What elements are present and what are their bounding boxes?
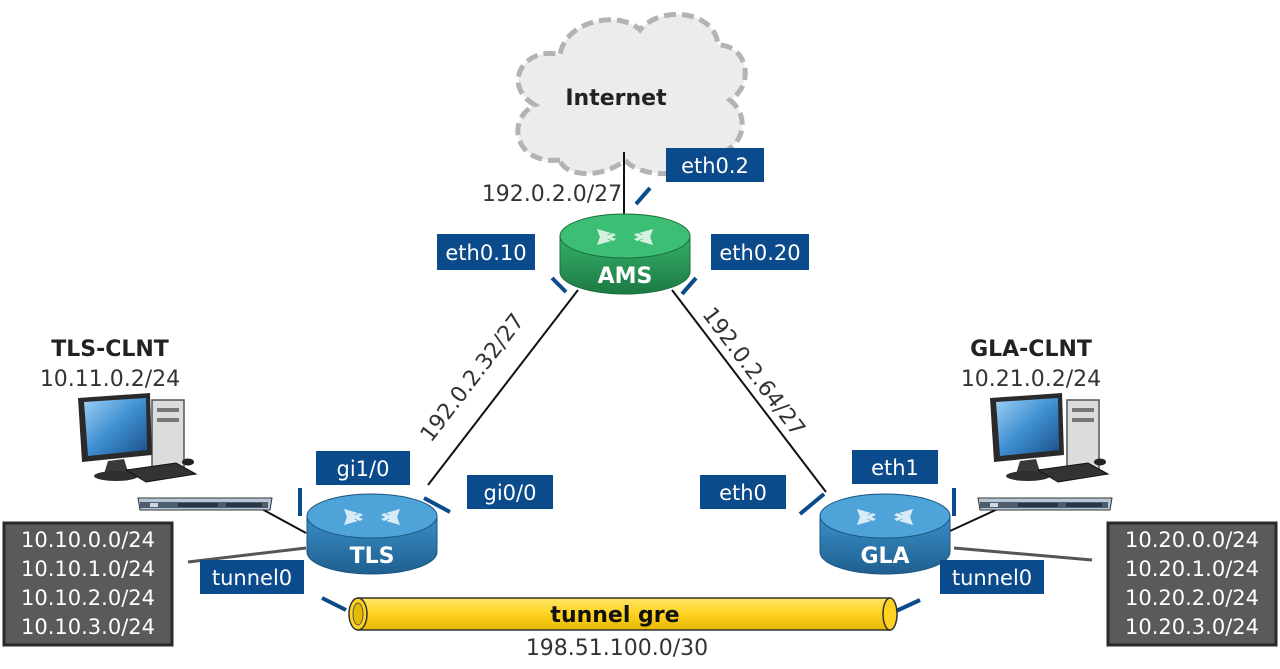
tls-client: TLS-CLNT 10.11.0.2/24 [40, 337, 273, 511]
interface-eth0-20-label: eth0.20 [719, 241, 800, 265]
gla-networks: 10.20.0.0/24 10.20.1.0/24 10.20.2.0/24 1… [1106, 521, 1278, 647]
link-gla-networks [953, 546, 1093, 562]
link-tls-networks [187, 546, 307, 564]
router-arrows-icon [597, 229, 653, 245]
gla-network-1: 10.20.1.0/24 [1125, 557, 1259, 581]
interface-eth0: eth0 [700, 475, 786, 509]
computer-icon [78, 393, 198, 483]
link-ams-gla [671, 289, 827, 493]
tls-client-ip: 10.11.0.2/24 [40, 367, 180, 392]
interface-gla-tunnel0: tunnel0 [940, 560, 1044, 594]
router-arrows-icon [857, 509, 913, 525]
router-arrows-icon [344, 509, 400, 525]
internet-cloud: Internet [515, 11, 748, 177]
tls-network-2: 10.10.2.0/24 [21, 586, 155, 610]
interface-eth0-2-label: eth0.2 [681, 154, 749, 178]
interface-eth0-10: eth0.10 [437, 234, 535, 270]
interface-eth0-10-label: eth0.10 [445, 241, 526, 265]
router-gla-label: GLA [860, 544, 909, 569]
gla-client-ip: 10.21.0.2/24 [961, 367, 1101, 392]
router-ams: AMS [559, 213, 691, 295]
interface-gi0-0-label: gi0/0 [484, 481, 537, 505]
gla-network-3: 10.20.3.0/24 [1125, 615, 1259, 639]
link-gla-switch [949, 507, 1001, 532]
tunnel-label: tunnel gre [550, 603, 679, 628]
gla-network-0: 10.20.0.0/24 [1125, 528, 1259, 552]
interface-eth1: eth1 [852, 450, 938, 484]
tls-network-0: 10.10.0.0/24 [21, 528, 155, 552]
interface-eth0-label: eth0 [719, 481, 767, 505]
interface-gla-tunnel0-label: tunnel0 [952, 566, 1032, 590]
link-tls-switch [259, 507, 307, 534]
gla-client: GLA-CLNT 10.21.0.2/24 [961, 337, 1113, 511]
tls-network-1: 10.10.1.0/24 [21, 557, 155, 581]
tls-network-3: 10.10.3.0/24 [21, 615, 155, 639]
tls-client-name: TLS-CLNT [51, 337, 169, 362]
interface-gi0-0: gi0/0 [467, 475, 553, 509]
interface-tls-tunnel0-label: tunnel0 [212, 566, 292, 590]
internet-label: Internet [565, 86, 667, 111]
interface-gi1-0: gi1/0 [316, 451, 410, 485]
router-ams-label: AMS [598, 264, 653, 289]
subnet-tunnel: 198.51.100.0/30 [526, 636, 708, 661]
subnet-ams-gla: 192.0.2.64/27 [697, 303, 810, 441]
switch-icon [137, 497, 273, 511]
router-tls: TLS [306, 493, 438, 575]
link-ams-tls [427, 289, 579, 486]
interface-eth1-label: eth1 [871, 456, 919, 480]
computer-icon [990, 393, 1110, 483]
interface-eth0-20: eth0.20 [711, 234, 809, 270]
router-gla: GLA [819, 493, 951, 575]
interface-tls-tunnel0: tunnel0 [200, 560, 304, 594]
subnet-internet-link: 192.0.2.0/27 [482, 182, 622, 207]
gla-client-name: GLA-CLNT [970, 337, 1092, 362]
interface-gi1-0-label: gi1/0 [337, 457, 390, 481]
interface-eth0-2: eth0.2 [666, 148, 764, 182]
switch-icon [977, 497, 1113, 511]
gre-tunnel: tunnel gre [348, 597, 898, 631]
tls-networks: 10.10.0.0/24 10.10.1.0/24 10.10.2.0/24 1… [2, 521, 174, 647]
router-tls-label: TLS [350, 544, 395, 569]
interface-ticks [298, 186, 956, 614]
gla-network-2: 10.20.2.0/24 [1125, 586, 1259, 610]
